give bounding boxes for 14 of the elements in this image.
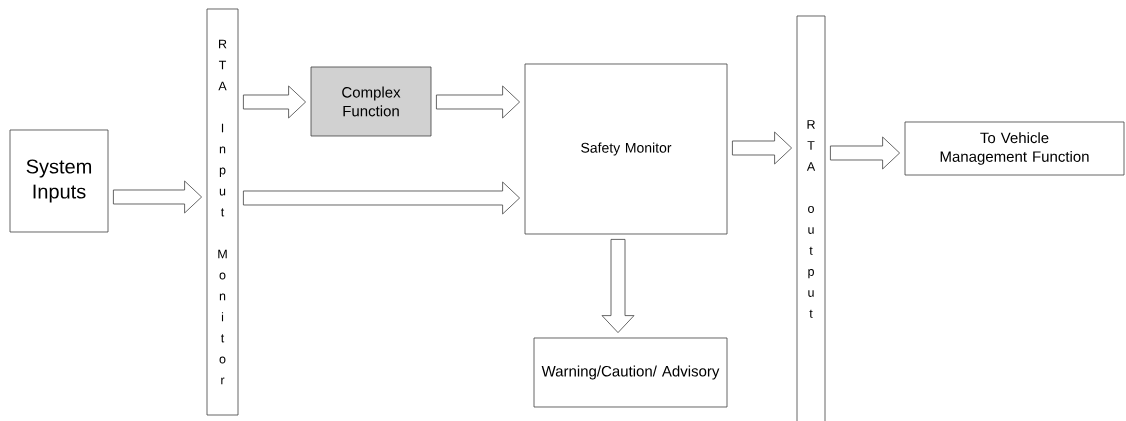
process-box: To Vehicle Management Function [904, 121, 1125, 176]
block-arrow [243, 181, 520, 215]
process-box: Complex Function [310, 66, 432, 137]
block-arrow [436, 85, 520, 119]
process-box: Warning/Caution/ Advisory [533, 337, 728, 408]
block-arrow [830, 136, 900, 170]
vertical-bar: RTA Input Monitor [206, 8, 239, 416]
process-box: Safety Monitor [524, 63, 728, 235]
process-box: System Inputs [9, 129, 109, 233]
vertical-bar: RTA output [796, 15, 826, 421]
block-arrow [732, 131, 792, 165]
block-arrow [601, 239, 635, 333]
block-arrow [113, 180, 202, 214]
block-arrow [243, 85, 306, 119]
